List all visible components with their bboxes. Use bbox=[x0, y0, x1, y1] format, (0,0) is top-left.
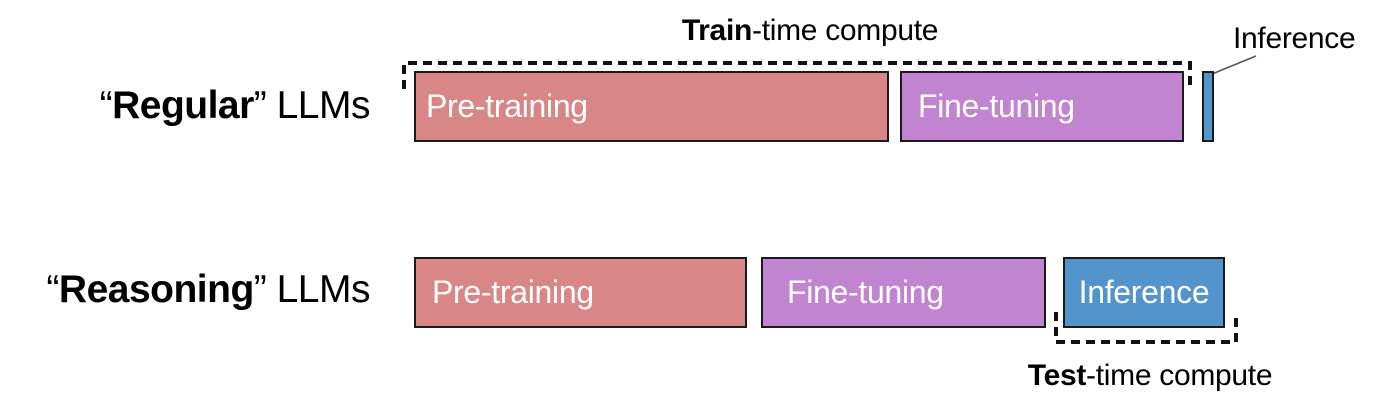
inference-callout-line bbox=[1211, 55, 1257, 75]
label-bold: Reasoning bbox=[58, 268, 254, 311]
label-bold: Test bbox=[1027, 359, 1087, 392]
reasoning-inference-box: Inference bbox=[1063, 257, 1225, 328]
reasoning-pretraining-box: Pre-training bbox=[414, 257, 747, 328]
train-time-bracket bbox=[402, 61, 1192, 89]
reasoning-finetuning-box: Fine-tuning bbox=[761, 257, 1046, 328]
inference-callout-label: Inference bbox=[1233, 22, 1356, 55]
label-bold: Train bbox=[681, 14, 753, 47]
label-rest: ” LLMs bbox=[253, 268, 371, 311]
row-label-regular: “Regular” LLMs bbox=[99, 84, 371, 128]
test-time-bracket bbox=[1054, 312, 1238, 344]
test-time-compute-label: Test-time compute bbox=[1027, 359, 1273, 393]
quote-open: “ bbox=[46, 268, 59, 311]
label-rest: -time compute bbox=[1086, 359, 1273, 392]
label-bold: Regular bbox=[112, 84, 254, 127]
regular-finetuning-box: Fine-tuning bbox=[900, 71, 1184, 142]
train-time-compute-label: Train-time compute bbox=[681, 14, 939, 48]
regular-inference-box bbox=[1202, 71, 1214, 142]
label-rest: ” LLMs bbox=[253, 84, 371, 127]
regular-pretraining-box: Pre-training bbox=[414, 71, 889, 142]
label-rest: -time compute bbox=[752, 14, 939, 47]
row-label-reasoning: “Reasoning” LLMs bbox=[46, 268, 370, 312]
quote-open: “ bbox=[99, 84, 113, 127]
